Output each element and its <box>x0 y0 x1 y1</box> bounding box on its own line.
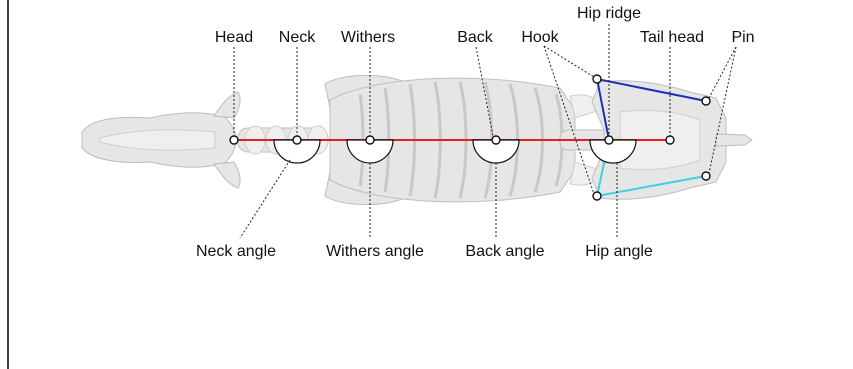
pin-leader-upper <box>709 47 736 98</box>
tail-head-point <box>666 136 674 144</box>
left-horn <box>214 92 240 118</box>
tail-head-label: Tail head <box>640 29 704 46</box>
head-point <box>230 136 238 144</box>
right-horn <box>214 162 240 188</box>
lower-pin-point <box>702 172 710 180</box>
hook-label: Hook <box>521 29 559 46</box>
lower-hook-point <box>593 192 601 200</box>
upper-hook-point <box>593 75 601 83</box>
neck-point <box>293 136 301 144</box>
neck-angle-leader <box>240 160 290 238</box>
hook-leader-upper <box>544 46 594 77</box>
hip-ridge-label: Hip ridge <box>577 5 641 22</box>
back-angle-label: Back angle <box>465 243 544 260</box>
hip-angle-label: Hip angle <box>585 243 653 260</box>
neck-label: Neck <box>279 29 316 46</box>
upper-pin-point <box>702 97 710 105</box>
withers-angle-label: Withers angle <box>326 243 424 260</box>
back-label: Back <box>457 29 494 46</box>
hip-ridge-point <box>605 136 613 144</box>
back-point <box>492 136 500 144</box>
head-label: Head <box>215 29 253 46</box>
withers-label: Withers <box>341 29 395 46</box>
pin-label: Pin <box>731 29 754 46</box>
neck-angle-label: Neck angle <box>196 243 276 260</box>
withers-point <box>366 136 374 144</box>
tail <box>716 134 752 146</box>
